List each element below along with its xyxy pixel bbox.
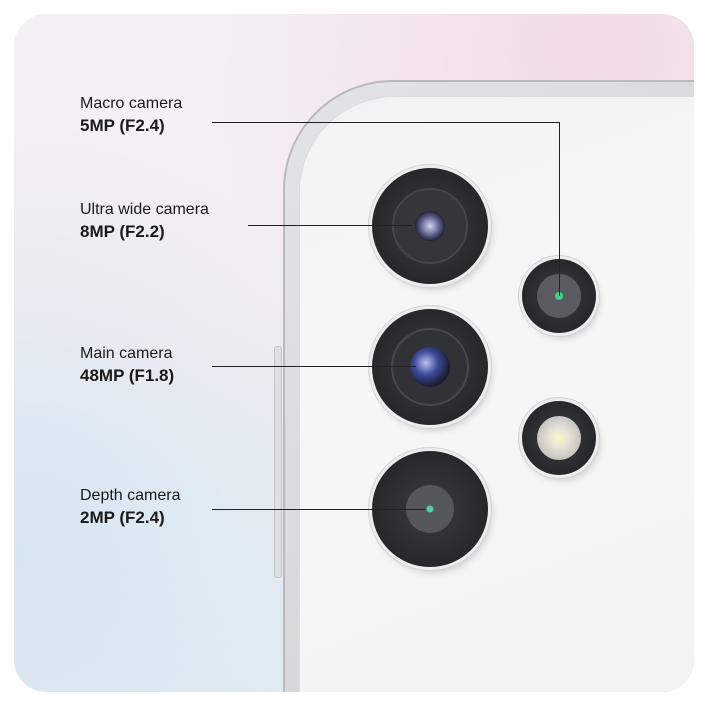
main-camera-label: Main camera 48MP (F1.8) xyxy=(80,344,174,388)
phone-side-button xyxy=(274,346,282,578)
product-image-card: Macro camera 5MP (F2.4) Ultra wide camer… xyxy=(14,14,694,692)
main-lens xyxy=(372,309,488,425)
camera-name: Ultra wide camera xyxy=(80,201,209,218)
camera-name: Main camera xyxy=(80,345,173,362)
main-leader-line xyxy=(212,366,416,367)
depth-camera-label: Depth camera 2MP (F2.4) xyxy=(80,486,181,530)
macro-leader-line xyxy=(212,122,559,123)
camera-spec: 8MP (F2.2) xyxy=(80,222,165,241)
ultra-wide-leader-line xyxy=(248,225,412,226)
ultra-wide-camera-label: Ultra wide camera 8MP (F2.2) xyxy=(80,200,209,244)
ultra-wide-lens xyxy=(372,168,488,284)
phone-back-panel xyxy=(299,96,694,692)
macro-camera-label: Macro camera 5MP (F2.4) xyxy=(80,94,182,138)
flash xyxy=(522,401,596,475)
camera-name: Macro camera xyxy=(80,95,183,112)
camera-spec: 48MP (F1.8) xyxy=(80,366,175,385)
camera-spec: 5MP (F2.4) xyxy=(80,116,165,135)
macro-lens xyxy=(522,259,596,333)
camera-spec: 2MP (F2.4) xyxy=(80,508,165,527)
depth-leader-line xyxy=(212,509,425,510)
phone-back xyxy=(283,80,694,692)
macro-leader-line-vertical xyxy=(559,122,560,296)
camera-name: Depth camera xyxy=(80,487,181,504)
